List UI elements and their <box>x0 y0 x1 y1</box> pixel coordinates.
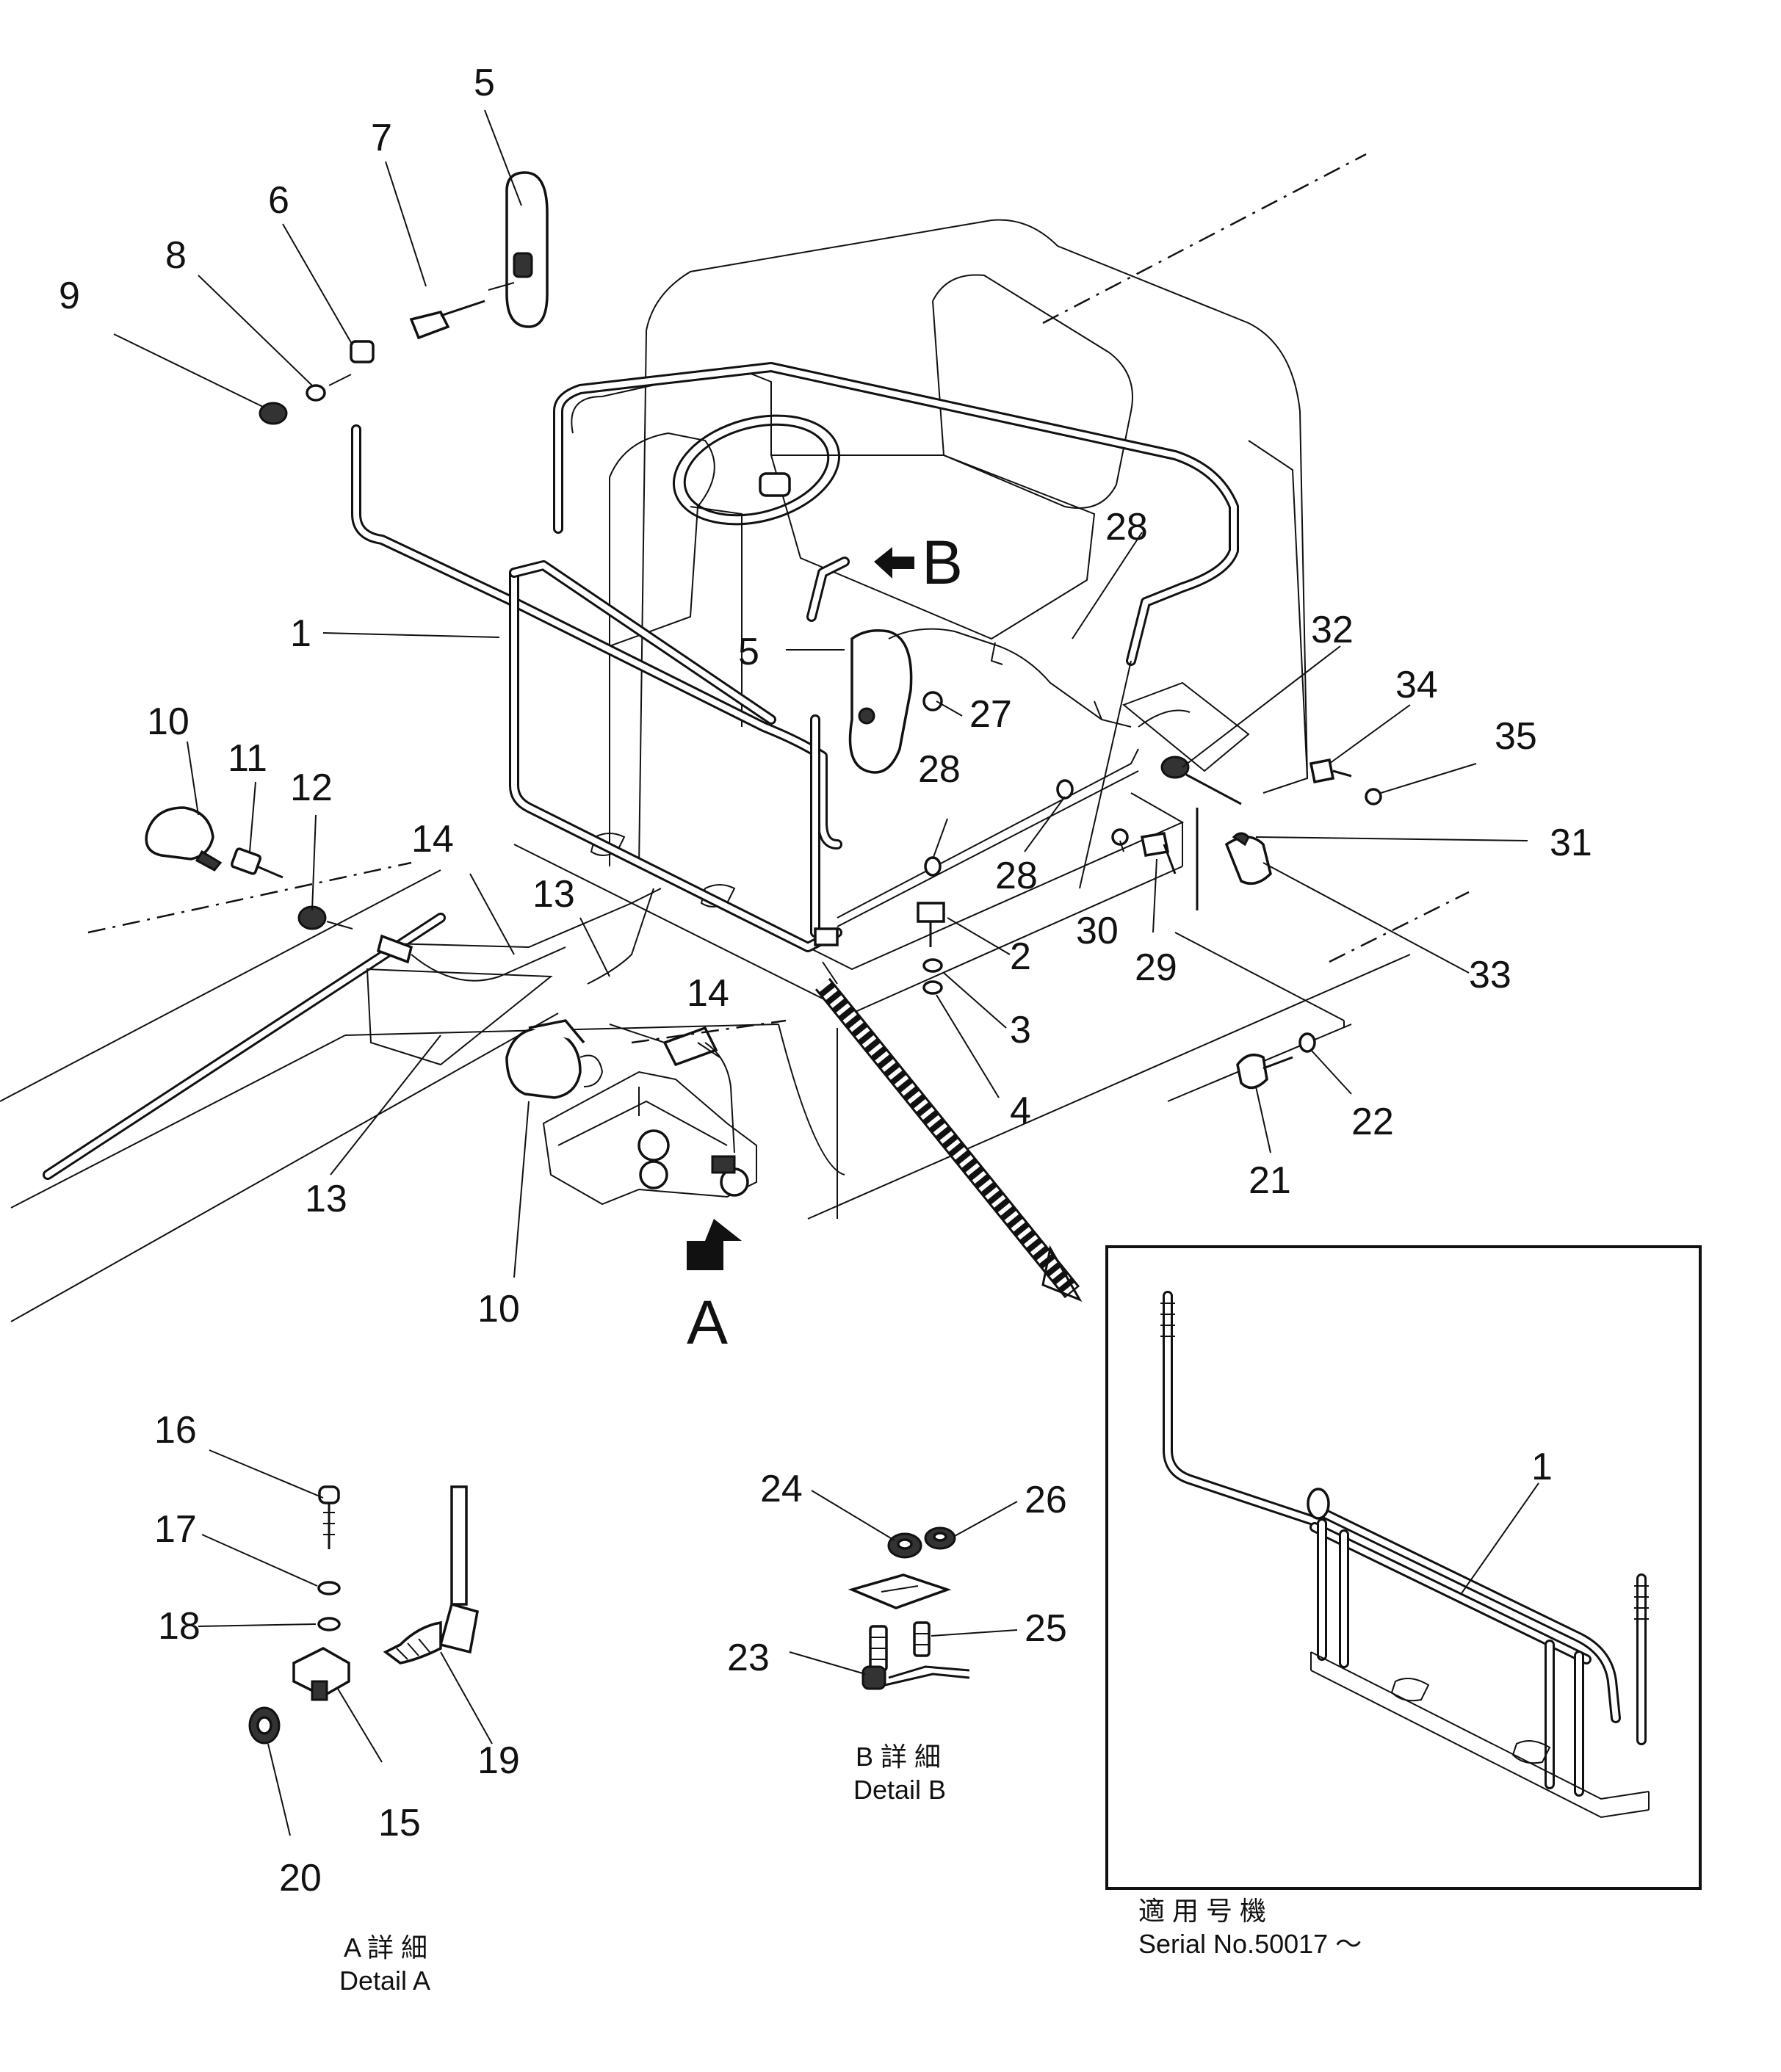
callout-5-right: 5 <box>738 631 759 673</box>
right-mirror-assembly <box>812 562 1381 1087</box>
callout-8: 8 <box>165 234 187 277</box>
callout-34: 34 <box>1395 664 1438 706</box>
callout-9: 9 <box>59 275 80 317</box>
callout-35: 35 <box>1495 715 1537 758</box>
callout-27: 27 <box>969 693 1012 736</box>
detail-a-caption-en: Detail A <box>339 1966 430 1996</box>
callout-3: 3 <box>1010 1009 1031 1051</box>
callout-leaders <box>114 110 1528 1278</box>
inset-caption-en: Serial No.50017 ～ <box>1138 1929 1362 1959</box>
lower-lamp-assembly <box>48 888 1080 1300</box>
callout-10-upper: 10 <box>147 700 189 743</box>
callout-1-main: 1 <box>290 612 311 655</box>
callout-13-lower: 13 <box>305 1178 347 1220</box>
callout-28-lower: 28 <box>995 855 1038 897</box>
detail-a: 16 17 18 15 20 19 A 詳 細 Detail A <box>154 1409 520 1996</box>
callout-25: 25 <box>1025 1607 1067 1650</box>
view-arrow-b <box>874 547 914 579</box>
detail-b-caption-jp: B 詳 細 <box>856 1742 941 1772</box>
callout-14-left: 14 <box>411 818 454 861</box>
callout-16: 16 <box>154 1409 197 1452</box>
view-arrow-a <box>687 1219 742 1270</box>
callout-1-inset: 1 <box>1531 1446 1553 1488</box>
callout-13-upper: 13 <box>532 873 575 916</box>
cab-seat-outline <box>514 220 1307 1013</box>
callout-numbers: 5 7 6 8 9 1 10 11 12 14 13 14 13 10 5 28… <box>59 62 1592 1357</box>
callout-12: 12 <box>290 767 333 809</box>
upper-mirror-assembly <box>260 173 547 424</box>
steering-wheel <box>662 399 851 542</box>
callout-28-mid: 28 <box>918 748 961 791</box>
callout-5-upper: 5 <box>474 62 495 104</box>
callout-26: 26 <box>1025 1479 1067 1521</box>
callout-20: 20 <box>279 1857 322 1899</box>
callout-28-top: 28 <box>1105 506 1148 548</box>
callout-24: 24 <box>760 1468 803 1510</box>
callout-14-right: 14 <box>687 972 729 1015</box>
callout-31: 31 <box>1550 822 1592 864</box>
callout-21: 21 <box>1249 1159 1291 1202</box>
detail-a-caption-jp: A 詳 細 <box>344 1932 427 1963</box>
callout-32: 32 <box>1311 609 1354 651</box>
callout-6: 6 <box>268 179 289 222</box>
callout-17: 17 <box>154 1508 197 1551</box>
callout-15: 15 <box>378 1802 421 1844</box>
inset-caption-jp: 適 用 号 機 <box>1138 1896 1266 1926</box>
callout-19: 19 <box>477 1739 520 1782</box>
callout-10-lower: 10 <box>477 1288 520 1330</box>
callout-2: 2 <box>1010 935 1031 978</box>
callout-30: 30 <box>1076 910 1119 952</box>
callout-4: 4 <box>1010 1090 1031 1132</box>
callout-7: 7 <box>371 117 392 159</box>
front-lamp-assembly <box>146 808 353 929</box>
view-marker-b: B <box>922 528 963 597</box>
callout-23: 23 <box>727 1637 770 1679</box>
view-marker-a: A <box>687 1288 728 1357</box>
callout-29: 29 <box>1135 946 1177 989</box>
detail-b-caption-en: Detail B <box>853 1775 946 1805</box>
callout-11: 11 <box>228 737 267 780</box>
callout-18: 18 <box>158 1605 201 1648</box>
detail-b: 24 26 25 23 B 詳 細 Detail B <box>727 1468 1067 1805</box>
callout-33: 33 <box>1469 954 1511 996</box>
callout-22: 22 <box>1351 1101 1394 1143</box>
serial-inset: 1 適 用 号 機 Serial No.50017 ～ <box>1107 1247 1700 1959</box>
machine-body-outline <box>0 154 1469 1322</box>
